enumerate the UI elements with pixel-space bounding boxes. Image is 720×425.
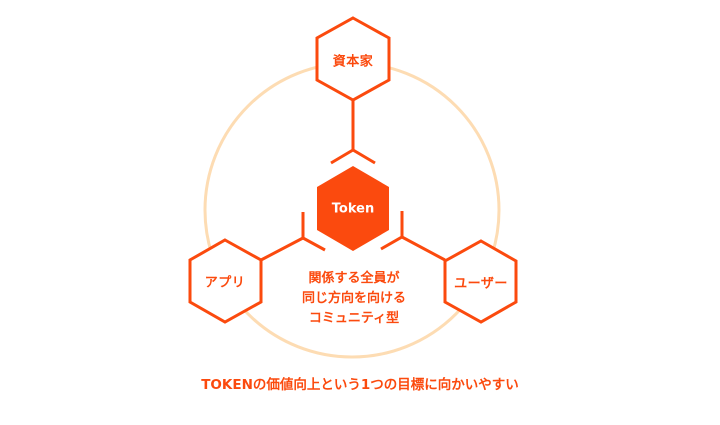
diagram-caption: TOKENの価値向上という1つの目標に向かいやすい (201, 377, 519, 393)
connector-left (260, 212, 326, 262)
hexagon-icon (315, 16, 391, 102)
node-investor-label: 資本家 (332, 54, 374, 70)
description-line: コミュニティ型 (308, 311, 400, 326)
community-description: 関係する全員が 同じ方向を向ける コミュニティ型 (302, 269, 406, 329)
hexagon-filled-icon (317, 166, 389, 251)
description-line: 関係する全員が (308, 271, 400, 286)
hexagon-icon (188, 238, 263, 324)
node-token-label: Token (331, 201, 375, 217)
connector-right (380, 211, 446, 262)
description-line: 同じ方向を向ける (301, 291, 407, 306)
connector-top (330, 100, 376, 165)
node-user-label: ユーザー (454, 276, 508, 292)
hexagon-icon (443, 239, 518, 324)
node-app-label: アプリ (204, 275, 246, 291)
